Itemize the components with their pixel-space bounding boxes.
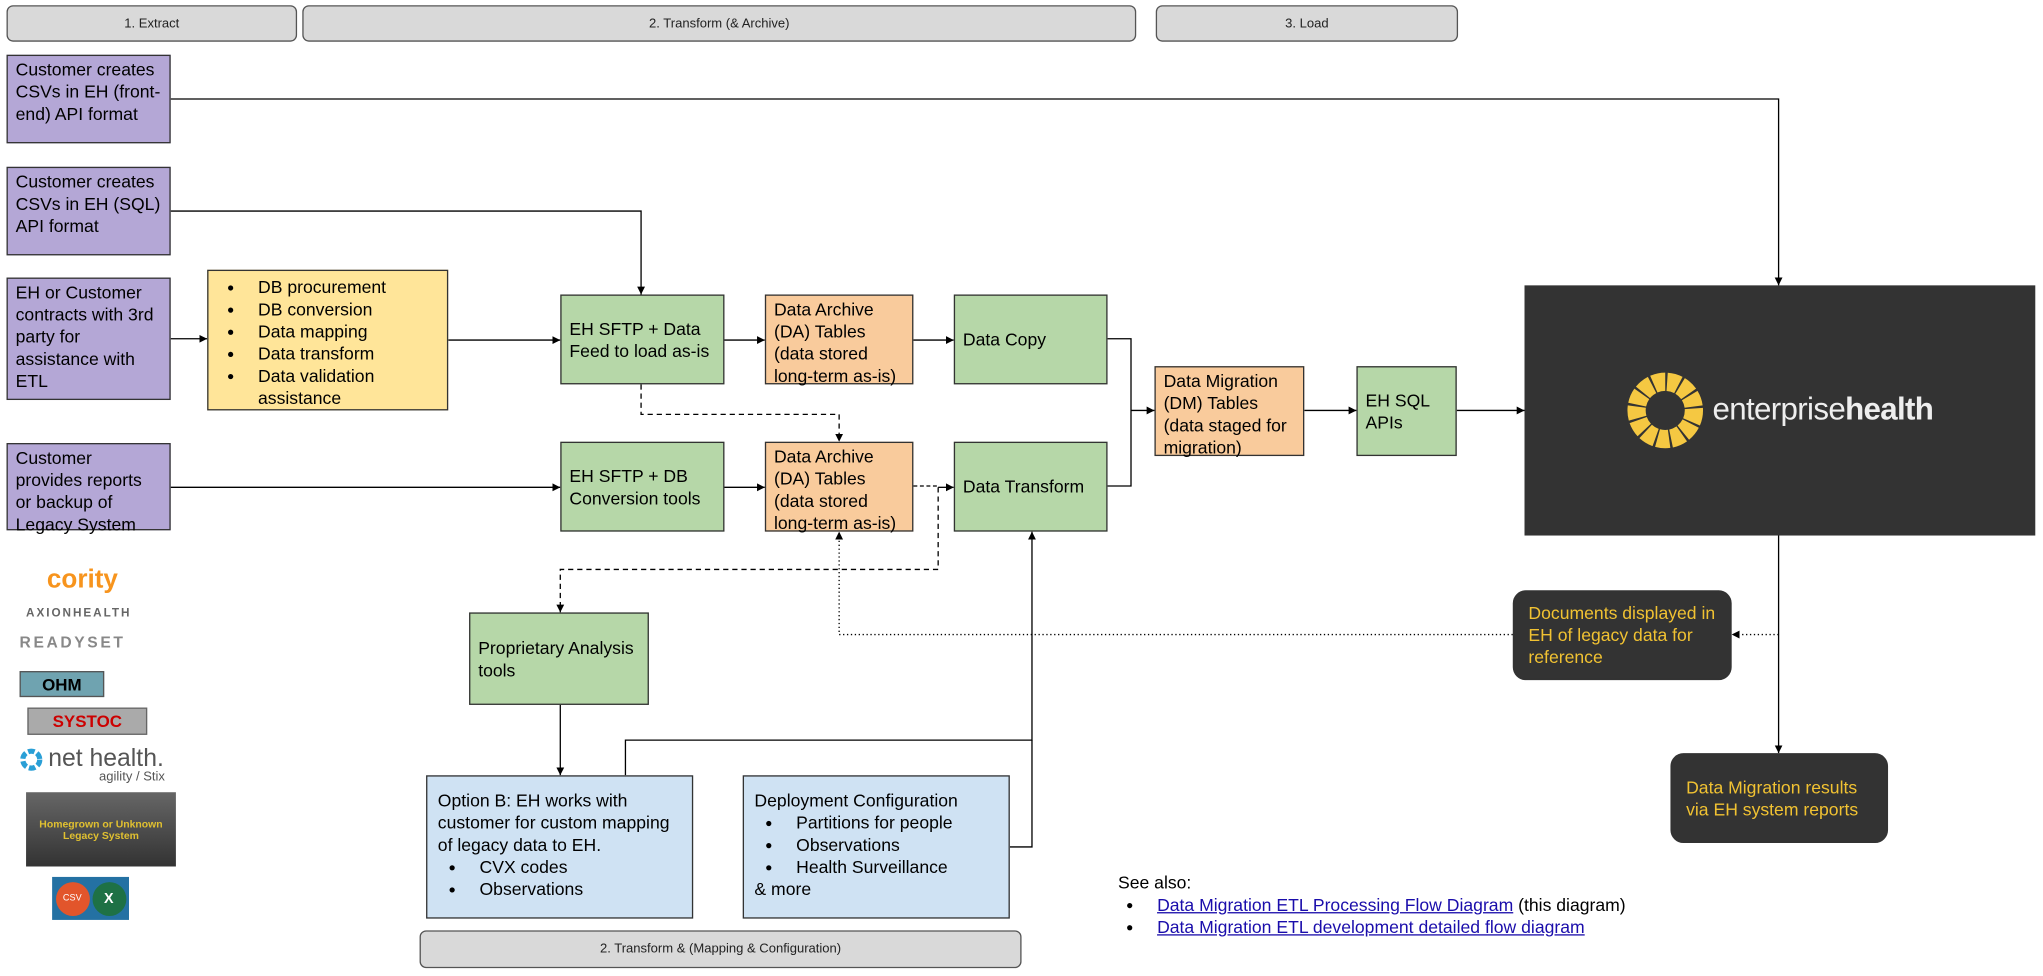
deployment-title: Deployment Configuration bbox=[754, 790, 958, 811]
sftp-data-feed: EH SFTP + Data Feed to load as-is bbox=[560, 294, 725, 385]
ohm-logo: OHM bbox=[19, 671, 105, 698]
source-frontend-csv: Customer creates CSVs in EH (front-end) … bbox=[6, 54, 171, 144]
line-deployment-to-transform bbox=[1009, 740, 1033, 848]
deployment-item: Partitions for people bbox=[786, 812, 998, 834]
axionhealth-logo: AXIONHEALTH bbox=[26, 605, 132, 619]
third-party-services: DB procurement DB conversion Data mappin… bbox=[207, 269, 449, 411]
arrow-frontend-to-eh bbox=[170, 98, 1783, 286]
readyset-logo: READYSET bbox=[19, 633, 126, 652]
nethealth-logo: net health. agility / Stix bbox=[20, 745, 176, 784]
service-item: Data validation assistance bbox=[248, 365, 440, 409]
service-item: DB procurement bbox=[248, 276, 440, 298]
see-also: See also: Data Migration ETL Processing … bbox=[1118, 872, 1626, 938]
phase-transform-mapping: 2. Transform & (Mapping & Configuration) bbox=[419, 930, 1022, 969]
cority-logo: cority bbox=[46, 565, 118, 595]
excel-icon: X bbox=[91, 881, 126, 916]
arrow-sftp-to-da2-dashed bbox=[640, 384, 844, 442]
see-also-item: Data Migration ETL development detailed … bbox=[1147, 916, 1626, 938]
option-b-item: CVX codes bbox=[469, 856, 681, 878]
data-copy: Data Copy bbox=[953, 294, 1108, 385]
arrow-documents-to-da2 bbox=[835, 531, 1513, 636]
enterprise-health-system: enterprisehealth bbox=[1524, 285, 2036, 536]
arrow-sql-csv-to-sftp bbox=[170, 210, 645, 295]
homegrown-legacy-image: Homegrown or Unknown Legacy System bbox=[26, 792, 176, 867]
deployment-footer: & more bbox=[754, 879, 812, 900]
data-transform: Data Transform bbox=[953, 441, 1108, 532]
documents-displayed: Documents displayed in EH of legacy data… bbox=[1512, 590, 1732, 681]
arrow-optionb-to-transform bbox=[624, 531, 1036, 776]
phase-extract: 1. Extract bbox=[6, 5, 298, 42]
option-b-title: Option B: EH works with customer for cus… bbox=[437, 790, 670, 855]
csv-icon: CSV bbox=[55, 881, 90, 916]
enterprise-health-wordmark: enterprisehealth bbox=[1712, 392, 1934, 428]
source-legacy-backup: Customer provides reports or backup of L… bbox=[6, 443, 171, 534]
service-item: DB conversion bbox=[248, 298, 440, 320]
data-migration-tables: Data Migration (DM) Tables (data staged … bbox=[1154, 366, 1305, 457]
phase-load: 3. Load bbox=[1155, 5, 1459, 42]
link-processing-flow[interactable]: Data Migration ETL Processing Flow Diagr… bbox=[1157, 895, 1514, 915]
deployment-configuration: Deployment Configuration Partitions for … bbox=[742, 775, 1010, 919]
source-sql-csv: Customer creates CSVs in EH (SQL) API fo… bbox=[6, 166, 171, 256]
see-also-item: Data Migration ETL Processing Flow Diagr… bbox=[1147, 894, 1626, 916]
deployment-item: Observations bbox=[786, 834, 998, 856]
enterprise-health-logo-icon bbox=[1627, 372, 1704, 449]
arrow-da2-to-proprietary-dashed bbox=[556, 487, 939, 613]
deployment-item: Health Surveillance bbox=[786, 856, 998, 878]
proprietary-analysis-tools: Proprietary Analysis tools bbox=[469, 612, 649, 705]
migration-results-reports: Data Migration results via EH system rep… bbox=[1670, 753, 1889, 844]
service-item: Data transform bbox=[248, 343, 440, 365]
csv-excel-logo: CSV X bbox=[52, 876, 129, 920]
link-development-flow[interactable]: Data Migration ETL development detailed … bbox=[1157, 917, 1585, 937]
service-item: Data mapping bbox=[248, 321, 440, 343]
eh-sql-apis: EH SQL APIs bbox=[1356, 366, 1457, 457]
option-b-custom-mapping: Option B: EH works with customer for cus… bbox=[426, 775, 694, 919]
source-third-party: EH or Customer contracts with 3rd party … bbox=[6, 277, 171, 401]
nethealth-icon bbox=[20, 748, 43, 771]
data-archive-tables-1: Data Archive (DA) Tables (data stored lo… bbox=[764, 294, 914, 386]
arrow-copy-transform-to-dm bbox=[1107, 338, 1155, 487]
sftp-db-conversion: EH SFTP + DB Conversion tools bbox=[560, 441, 725, 532]
option-b-item: Observations bbox=[469, 878, 681, 900]
see-also-title: See also: bbox=[1117, 873, 1192, 893]
phase-transform-archive: 2. Transform (& Archive) bbox=[302, 5, 1137, 42]
systoc-logo: SYSTOC bbox=[27, 707, 148, 735]
data-archive-tables-2: Data Archive (DA) Tables (data stored lo… bbox=[764, 441, 914, 533]
